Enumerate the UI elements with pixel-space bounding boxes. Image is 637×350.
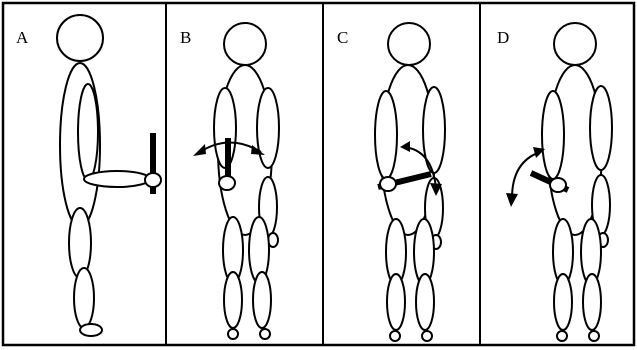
shin-left xyxy=(387,274,405,330)
panel-a: A xyxy=(16,15,161,336)
foot xyxy=(80,324,102,336)
upper-arm-left xyxy=(542,91,564,179)
hand xyxy=(145,173,161,187)
foot-left xyxy=(557,331,567,341)
head xyxy=(554,23,596,65)
shin xyxy=(74,268,94,328)
arrowhead-bottom xyxy=(506,193,518,207)
upper-arm xyxy=(78,84,98,180)
panel-label-b: B xyxy=(180,28,191,47)
foot-left xyxy=(390,331,400,341)
panel-b: B xyxy=(180,23,279,339)
panel-label-a: A xyxy=(16,28,29,47)
forearm xyxy=(84,171,150,187)
foot-right xyxy=(422,331,432,341)
panel-label-d: D xyxy=(497,28,509,47)
arrowhead-left xyxy=(193,144,206,156)
hand xyxy=(550,178,566,192)
shin-left xyxy=(554,274,572,330)
shin-right xyxy=(416,274,434,330)
head xyxy=(57,15,103,61)
hand xyxy=(219,176,235,190)
head xyxy=(388,23,430,65)
panel-c: C xyxy=(337,23,445,341)
foot-left xyxy=(228,329,238,339)
thigh xyxy=(69,208,91,278)
upper-arm-right xyxy=(257,88,279,168)
upper-arm-right xyxy=(590,86,612,170)
hand xyxy=(380,177,396,191)
panel-label-c: C xyxy=(337,28,348,47)
shin-left xyxy=(224,272,242,328)
panel-d: D xyxy=(497,23,612,341)
shin-right xyxy=(253,272,271,328)
head xyxy=(224,23,266,65)
upper-arm-left xyxy=(375,91,397,179)
foot-right xyxy=(589,331,599,341)
shin-right xyxy=(583,274,601,330)
foot-right xyxy=(260,329,270,339)
